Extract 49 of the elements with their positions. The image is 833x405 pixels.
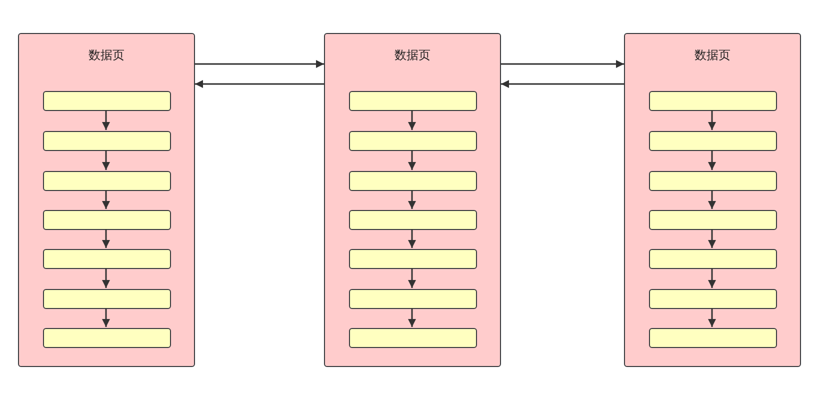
record-box <box>349 249 477 269</box>
record-box <box>349 210 477 230</box>
record-box <box>43 171 171 191</box>
page-box <box>624 33 801 367</box>
arrow <box>708 110 716 130</box>
record-box <box>43 249 171 269</box>
arrow <box>708 229 716 248</box>
record-box <box>649 131 777 151</box>
arrow <box>195 80 324 88</box>
record-box <box>649 289 777 309</box>
arrow <box>102 308 110 327</box>
record-box <box>649 91 777 111</box>
record-box <box>649 249 777 269</box>
arrow <box>501 80 624 88</box>
record-box <box>349 171 477 191</box>
arrow <box>195 60 324 68</box>
arrow <box>708 190 716 209</box>
arrow <box>708 308 716 327</box>
page-title: 数据页 <box>694 47 732 64</box>
arrow <box>708 268 716 288</box>
record-box <box>43 328 171 348</box>
page-title: 数据页 <box>88 47 126 64</box>
page-box <box>18 33 195 367</box>
arrow <box>408 268 416 288</box>
arrow <box>102 268 110 288</box>
arrow <box>408 190 416 209</box>
record-box <box>349 289 477 309</box>
arrow <box>708 150 716 170</box>
arrow <box>102 229 110 248</box>
arrow <box>408 308 416 327</box>
record-box <box>43 289 171 309</box>
record-box <box>649 328 777 348</box>
record-box <box>43 91 171 111</box>
record-box <box>649 210 777 230</box>
record-box <box>43 210 171 230</box>
record-box <box>349 91 477 111</box>
page-title: 数据页 <box>394 47 432 64</box>
record-box <box>649 171 777 191</box>
arrow <box>102 110 110 130</box>
page-box <box>324 33 501 367</box>
arrow <box>408 150 416 170</box>
arrow <box>501 60 624 68</box>
record-box <box>43 131 171 151</box>
arrow <box>408 110 416 130</box>
record-box <box>349 328 477 348</box>
arrow <box>408 229 416 248</box>
arrow <box>102 150 110 170</box>
record-box <box>349 131 477 151</box>
arrow <box>102 190 110 209</box>
